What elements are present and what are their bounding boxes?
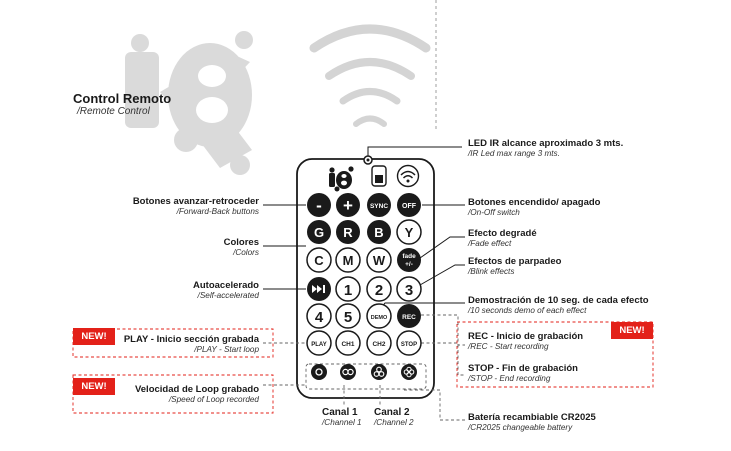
svg-text:+/-: +/-	[405, 261, 413, 268]
svg-text:3: 3	[405, 282, 413, 299]
speed-2-button[interactable]	[340, 364, 356, 380]
two-button[interactable]: 2	[366, 276, 392, 302]
svg-text:PLAY: PLAY	[311, 342, 326, 348]
svg-text:5: 5	[344, 309, 352, 326]
svg-text:DEMO: DEMO	[371, 315, 388, 321]
play-button[interactable]: PLAY	[306, 330, 332, 356]
remote-logo-icon	[329, 166, 354, 192]
speed-4-button[interactable]	[401, 364, 417, 380]
label-rec: REC - Inicio de grabación/REC - Start re…	[468, 331, 584, 352]
label-battery: Batería recambiable CR2025/CR2025 change…	[468, 412, 596, 433]
svg-text:REC: REC	[402, 314, 416, 321]
speed-3-button[interactable]	[371, 364, 387, 380]
label-fade: Efecto degradé/Fade effect	[468, 228, 537, 249]
ch2-button[interactable]: CH2	[366, 330, 392, 356]
svg-text:STOP: STOP	[401, 342, 417, 348]
label-blink: Efectos de parpadeo/Blink effects	[468, 256, 562, 277]
dashed-leaders	[263, 314, 465, 421]
svg-text:OFF: OFF	[402, 203, 417, 210]
three-button[interactable]: 3	[396, 276, 422, 302]
label-colors: Colores/Colors	[223, 237, 259, 258]
stop-button[interactable]: STOP	[396, 330, 422, 356]
label-play: PLAY - Inicio sección grabada/PLAY - Sta…	[123, 334, 259, 355]
svg-text:+: +	[343, 196, 353, 215]
m-button[interactable]: M	[335, 247, 361, 273]
label-demo: Demostración de 10 seg. de cada efecto/1…	[468, 295, 649, 316]
label-on-off: Botones encendido/ apagado/On-Off switch	[468, 197, 601, 218]
fade-button[interactable]: fade +/-	[397, 248, 421, 272]
label-auto: Autoacelerado/Self-accelerated	[193, 280, 259, 301]
svg-text:4: 4	[315, 309, 324, 326]
new-badge: NEW!	[73, 328, 115, 345]
c-button[interactable]: C	[306, 247, 332, 273]
label-canal2: Canal 2/Channel 2	[374, 407, 414, 427]
svg-text:-: -	[316, 196, 322, 215]
five-button[interactable]: 5	[335, 303, 361, 329]
svg-text:R: R	[343, 225, 353, 240]
svg-text:1: 1	[344, 282, 352, 299]
new-badge: NEW!	[73, 378, 115, 395]
label-stop: STOP - Fin de grabación/STOP - End recor…	[468, 363, 578, 384]
minus-button[interactable]: -	[307, 193, 331, 217]
page-subtitle: /Remote Control	[77, 106, 150, 117]
sync-button[interactable]: SYNC	[367, 193, 391, 217]
label-fwd-back: Botones avanzar-retroceder/Forward-Back …	[132, 196, 259, 217]
w-button[interactable]: W	[366, 247, 392, 273]
page-title: Control Remoto	[73, 91, 172, 106]
label-canal1: Canal 1/Channel 1	[322, 407, 362, 427]
plus-button[interactable]: +	[336, 193, 360, 217]
wifi-icon	[396, 164, 420, 188]
four-button[interactable]: 4	[306, 303, 332, 329]
fast-forward-icon	[312, 285, 322, 293]
one-button[interactable]: 1	[335, 276, 361, 302]
auto-accelerate-button[interactable]	[307, 277, 331, 301]
speed-1-button[interactable]	[311, 364, 327, 380]
ir-waves	[309, 24, 431, 127]
g-button[interactable]: G	[307, 220, 331, 244]
label-loop-speed: Velocidad de Loop grabado/Speed of Loop …	[134, 384, 259, 405]
svg-text:2: 2	[375, 282, 383, 299]
ch1-button[interactable]: CH1	[335, 330, 361, 356]
label-led: LED IR alcance aproximado 3 mts./IR Led …	[468, 138, 624, 159]
svg-text:CH1: CH1	[341, 341, 354, 348]
svg-text:B: B	[374, 225, 383, 240]
rec-button[interactable]: REC	[397, 304, 421, 328]
new-badge: NEW!	[611, 322, 653, 339]
k8-logo-inner	[196, 65, 228, 123]
svg-text:W: W	[373, 253, 386, 268]
y-button[interactable]: Y	[396, 219, 422, 245]
off-button[interactable]: OFF	[397, 193, 421, 217]
svg-text:CH2: CH2	[372, 341, 385, 348]
svg-text:G: G	[314, 225, 324, 240]
svg-text:SYNC: SYNC	[370, 203, 388, 210]
svg-text:fade: fade	[402, 253, 416, 260]
svg-text:C: C	[314, 253, 324, 268]
b-button[interactable]: B	[367, 220, 391, 244]
svg-text:M: M	[343, 253, 354, 268]
demo-button[interactable]: DEMO	[366, 303, 392, 329]
r-button[interactable]: R	[336, 220, 360, 244]
svg-text:Y: Y	[405, 225, 414, 240]
battery-icon	[371, 165, 387, 187]
